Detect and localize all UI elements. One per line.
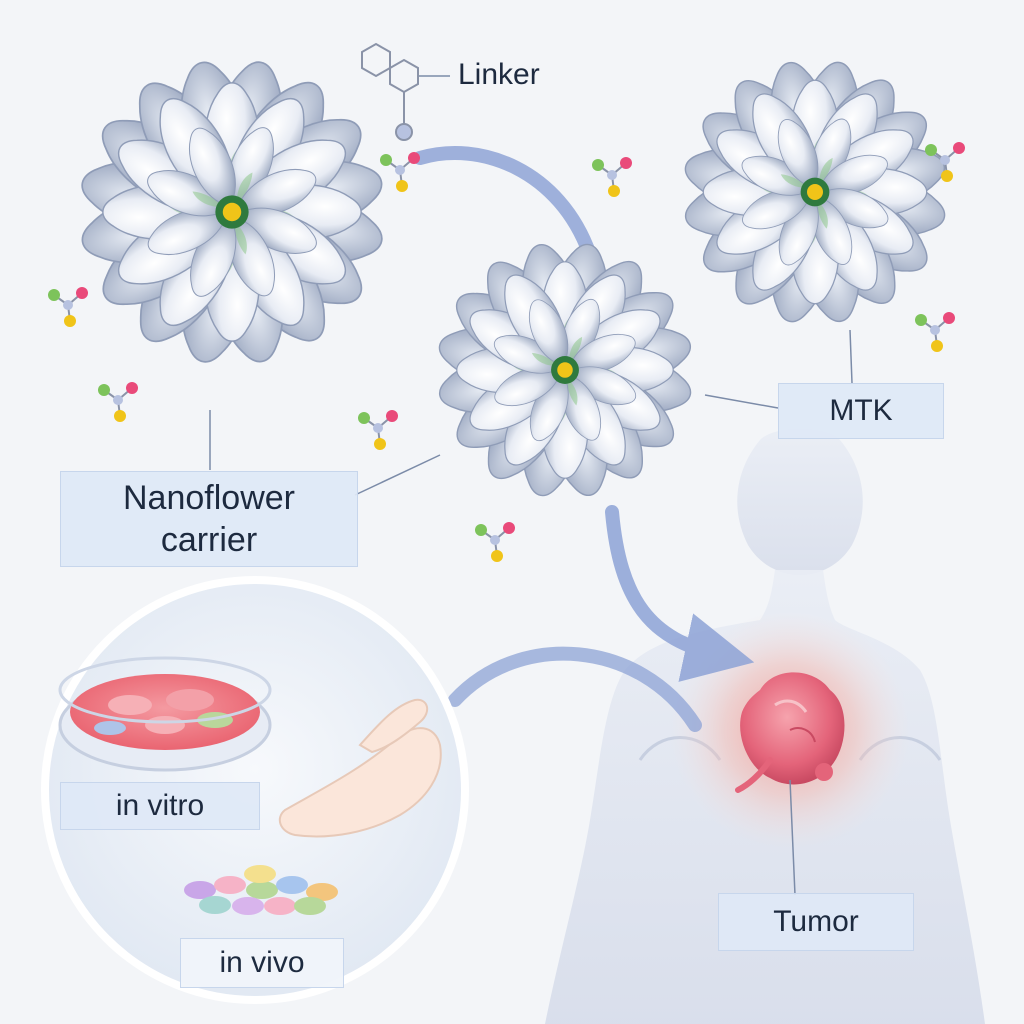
linker-molecule	[361, 42, 419, 141]
petal-tint	[531, 352, 558, 366]
petal-tint	[819, 157, 833, 185]
in-vivo-label: in vivo	[180, 938, 344, 988]
petal-tint	[817, 200, 828, 229]
flower-core-dot	[222, 202, 242, 222]
petal-tint	[567, 378, 578, 406]
petal-tint	[234, 221, 247, 255]
arrow-to-tumor	[605, 505, 755, 682]
pill-pile	[184, 865, 338, 915]
flow-arrows	[413, 145, 755, 732]
linker-label: Linker	[458, 58, 540, 91]
nanoflower-left	[81, 61, 383, 363]
flower-petal	[777, 119, 819, 188]
flower-petal	[528, 299, 569, 366]
petal-tint	[237, 172, 253, 204]
arrow-top	[413, 145, 597, 262]
connector-lines	[209, 75, 853, 896]
flower-petal	[188, 127, 236, 207]
nanoflower-center	[438, 243, 692, 497]
tumor-label: Tumor	[718, 893, 914, 951]
hand	[278, 698, 442, 838]
nanoflower-right	[684, 61, 946, 323]
mtk-label: MTK	[778, 383, 944, 439]
petal-tint	[192, 191, 224, 207]
petri-dish	[58, 656, 272, 772]
in-vitro-label: in vitro	[60, 782, 260, 830]
flower-core-dot	[557, 362, 573, 378]
nanoflower-carrier-label: Nanoflower carrier	[60, 471, 358, 567]
arrow-inset-to-tumor	[448, 646, 702, 732]
petal-tint	[569, 336, 583, 363]
flower-core-dot	[807, 184, 823, 200]
tumor	[735, 672, 845, 793]
petal-tint	[780, 174, 808, 188]
